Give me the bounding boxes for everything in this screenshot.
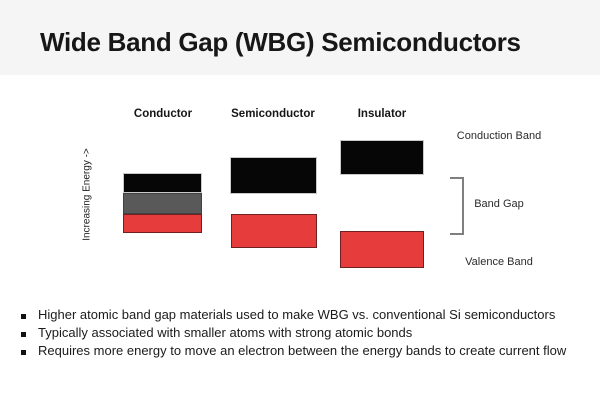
insulator-conduction-band bbox=[340, 140, 424, 175]
bullet-square-icon bbox=[21, 332, 26, 337]
bullet-text: Requires more energy to move an electron… bbox=[38, 343, 567, 358]
conductor-conduction-band bbox=[123, 173, 202, 193]
insulator-valence-band bbox=[340, 231, 424, 268]
column-header-conductor: Conductor bbox=[133, 108, 193, 120]
column-header-insulator: Insulator bbox=[357, 108, 407, 120]
energy-band-diagram: Increasing Energy -> Conductor Semicondu… bbox=[0, 75, 600, 300]
semiconductor-conduction-band bbox=[230, 157, 317, 194]
bullet-square-icon bbox=[21, 350, 26, 355]
bullet-list: Higher atomic band gap materials used to… bbox=[0, 308, 600, 362]
conductor-overlap-band bbox=[123, 193, 202, 214]
title-strip bbox=[0, 0, 600, 75]
list-item: Requires more energy to move an electron… bbox=[0, 344, 600, 358]
y-axis-label: Increasing Energy -> bbox=[81, 148, 93, 241]
conduction-band-label: Conduction Band bbox=[456, 130, 542, 142]
list-item: Typically associated with smaller atoms … bbox=[0, 326, 600, 340]
page-title: Wide Band Gap (WBG) Semiconductors bbox=[40, 27, 521, 57]
bullet-text: Higher atomic band gap materials used to… bbox=[38, 307, 556, 322]
band-gap-bracket bbox=[450, 177, 464, 235]
conductor-valence-band bbox=[123, 214, 202, 233]
bullet-square-icon bbox=[21, 314, 26, 319]
list-item: Higher atomic band gap materials used to… bbox=[0, 308, 600, 322]
band-gap-label: Band Gap bbox=[474, 198, 524, 210]
column-header-semiconductor: Semiconductor bbox=[231, 108, 315, 120]
semiconductor-valence-band bbox=[231, 214, 317, 248]
bullet-text: Typically associated with smaller atoms … bbox=[38, 325, 413, 340]
valence-band-label: Valence Band bbox=[465, 256, 533, 268]
